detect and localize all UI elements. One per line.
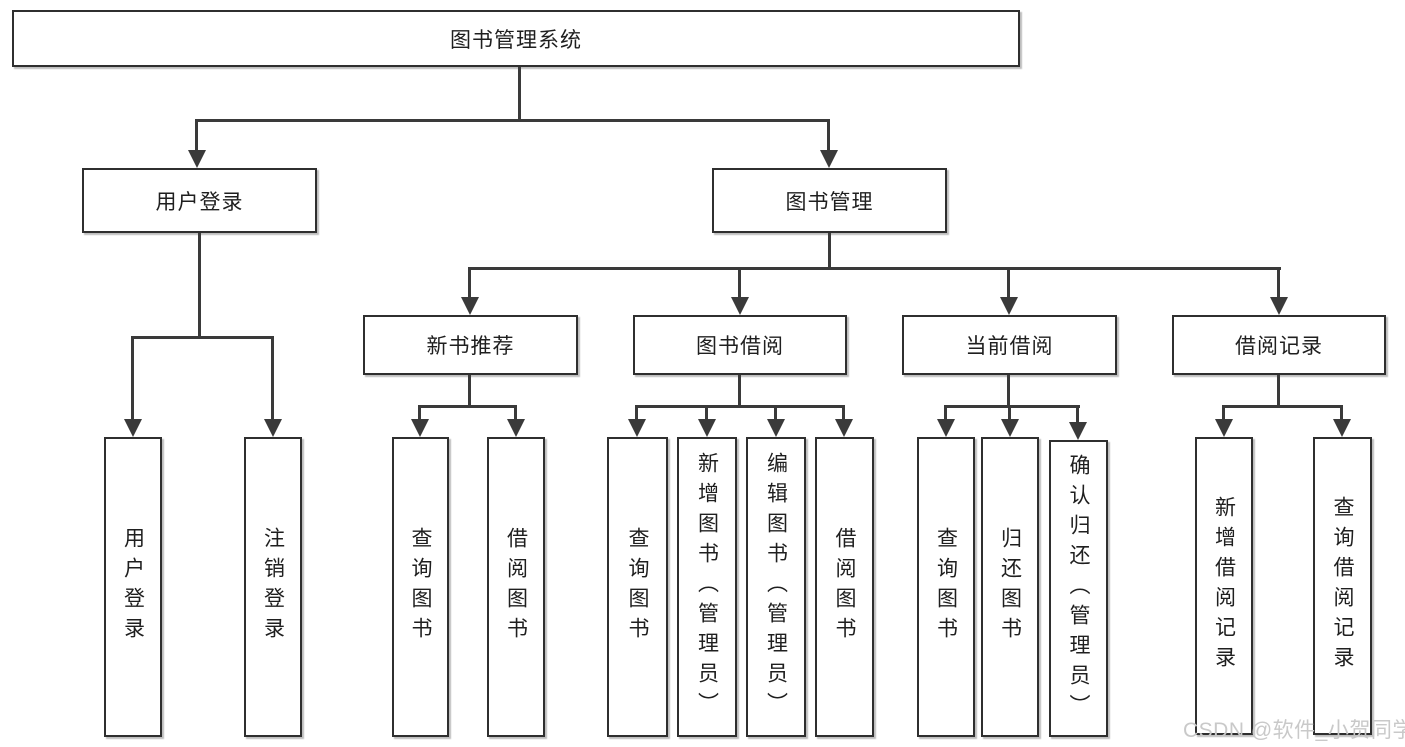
- node-book-borrowing: 图书借阅: [633, 315, 847, 375]
- arrowhead-down-icon: [1270, 297, 1288, 315]
- leaf-label: 注销登录: [261, 527, 285, 647]
- arrowhead-down-icon: [411, 419, 429, 437]
- connector-g2-drop1: [635, 405, 638, 421]
- leaf-label: 新增借阅记录: [1212, 496, 1236, 676]
- leaf-label: 确认归还（管理员）: [1067, 453, 1090, 724]
- connector-drop-user-login: [195, 119, 198, 152]
- arrowhead-down-icon: [188, 150, 206, 168]
- arrowhead-down-icon: [461, 297, 479, 315]
- node-label: 新书推荐: [426, 335, 515, 358]
- arrowhead-down-icon: [820, 150, 838, 168]
- connector-g4-drop1: [1222, 405, 1225, 421]
- arrowhead-down-icon: [1069, 422, 1087, 440]
- arrowhead-down-icon: [1000, 297, 1018, 315]
- connector-g1-rail: [419, 405, 517, 408]
- node-new-book-recommendation: 新书推荐: [363, 315, 578, 375]
- leaf-br-query-borrow-record: 查询借阅记录: [1313, 437, 1372, 735]
- connector-level1-rail: [196, 119, 830, 122]
- connector-g1-drop2: [514, 405, 517, 421]
- connector-book-management-trunk: [828, 233, 831, 269]
- leaf-br-add-borrow-record: 新增借阅记录: [1195, 437, 1253, 735]
- leaf-logout: 注销登录: [244, 437, 302, 737]
- connector-drop-current-borrowing: [1007, 267, 1010, 299]
- arrowhead-down-icon: [835, 419, 853, 437]
- connector-g1-drop1: [418, 405, 421, 421]
- leaf-label: 新增图书（管理员）: [695, 452, 719, 722]
- leaf-bb-edit-book-admin: 编辑图书（管理员）: [746, 437, 806, 737]
- leaf-nbr-borrow-books: 借阅图书: [487, 437, 545, 737]
- leaf-label: 归还图书: [998, 527, 1022, 647]
- connector-g2-drop4: [842, 405, 845, 421]
- connector-drop-leaf-user-login: [131, 336, 134, 420]
- connector-g4-drop2: [1340, 405, 1343, 421]
- connector-user-login-rail: [131, 336, 274, 339]
- node-label: 当前借阅: [965, 335, 1054, 358]
- leaf-bb-borrow-books: 借阅图书: [815, 437, 874, 737]
- connector-drop-new-book-recommendation: [468, 267, 471, 299]
- leaf-label: 用户登录: [121, 527, 145, 647]
- node-current-borrowing: 当前借阅: [902, 315, 1117, 375]
- connector-g3-drop3: [1076, 405, 1079, 423]
- connector-g3-rail: [944, 405, 1080, 408]
- connector-drop-borrowing-records: [1277, 267, 1280, 299]
- leaf-label: 编辑图书（管理员）: [764, 452, 788, 722]
- node-borrowing-records: 借阅记录: [1172, 315, 1386, 375]
- node-book-management: 图书管理: [712, 168, 947, 233]
- arrowhead-down-icon: [698, 419, 716, 437]
- arrowhead-down-icon: [264, 419, 282, 437]
- arrowhead-down-icon: [1001, 419, 1019, 437]
- connector-drop-book-borrowing: [738, 267, 741, 299]
- arrowhead-down-icon: [628, 419, 646, 437]
- leaf-cb-return-books: 归还图书: [981, 437, 1039, 737]
- leaf-label: 查询图书: [409, 527, 432, 647]
- arrowhead-down-icon: [124, 419, 142, 437]
- arrowhead-down-icon: [731, 297, 749, 315]
- connector-g2-drop3: [774, 405, 777, 421]
- connector-g3-trunk: [1007, 375, 1010, 407]
- node-label: 图书借阅: [696, 335, 784, 358]
- connector-g2-rail: [636, 405, 845, 408]
- connector-g3-drop1: [944, 405, 947, 421]
- connector-drop-book-management: [827, 119, 830, 152]
- leaf-user-login: 用户登录: [104, 437, 162, 737]
- connector-root-trunk: [518, 67, 521, 120]
- connector-user-login-trunk: [198, 233, 201, 337]
- leaf-bb-add-book-admin: 新增图书（管理员）: [677, 437, 737, 737]
- arrowhead-down-icon: [767, 419, 785, 437]
- leaf-label: 查询图书: [934, 527, 958, 647]
- node-user-login: 用户登录: [82, 168, 317, 233]
- arrowhead-down-icon: [1215, 419, 1233, 437]
- node-label: 图书管理: [785, 190, 874, 214]
- leaf-nbr-query-books: 查询图书: [392, 437, 449, 737]
- arrowhead-down-icon: [507, 419, 525, 437]
- leaf-label: 查询图书: [626, 527, 649, 647]
- csdn-watermark: CSDN @软件_小贺同学: [1183, 719, 1405, 742]
- node-label: 借阅记录: [1235, 335, 1323, 358]
- connector-g2-drop2: [705, 405, 708, 421]
- leaf-label: 借阅图书: [833, 527, 856, 647]
- connector-g4-rail: [1223, 405, 1343, 408]
- leaf-cb-confirm-return-admin: 确认归还（管理员）: [1049, 440, 1108, 737]
- leaf-bb-query-books: 查询图书: [607, 437, 668, 737]
- arrowhead-down-icon: [1333, 419, 1351, 437]
- node-label: 用户登录: [155, 190, 244, 214]
- connector-g3-drop2: [1008, 405, 1011, 421]
- arrowhead-down-icon: [937, 419, 955, 437]
- connector-level3-rail: [468, 267, 1281, 270]
- connector-g4-trunk: [1277, 375, 1280, 407]
- connector-drop-leaf-logout: [271, 336, 274, 420]
- node-label: 图书管理系统: [450, 28, 582, 52]
- leaf-label: 借阅图书: [504, 527, 528, 647]
- node-library-management-system: 图书管理系统: [12, 10, 1020, 67]
- connector-g2-trunk: [738, 375, 741, 407]
- leaf-cb-query-books: 查询图书: [917, 437, 975, 737]
- connector-g1-trunk: [468, 375, 471, 407]
- leaf-label: 查询借阅记录: [1331, 496, 1354, 676]
